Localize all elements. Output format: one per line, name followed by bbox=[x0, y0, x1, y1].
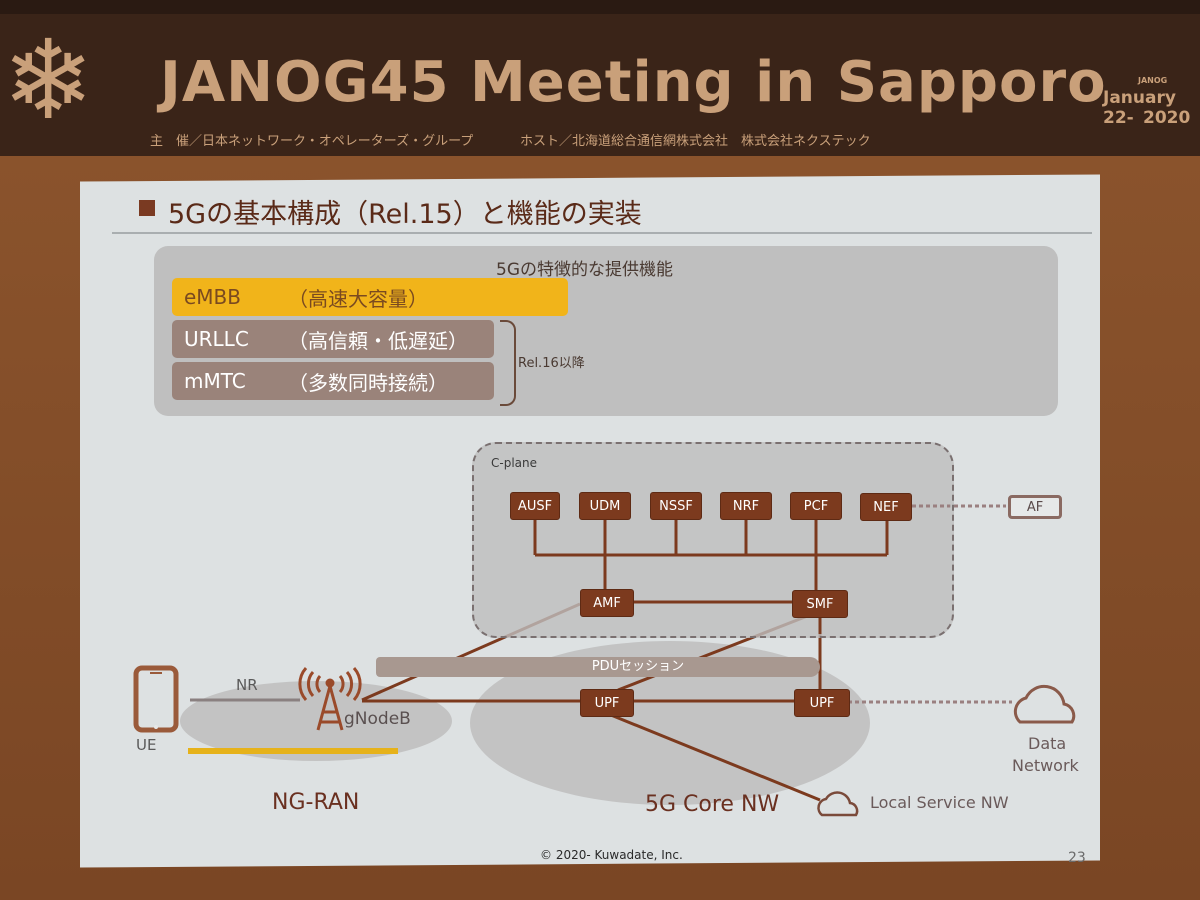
slide-title-text: 5Gの基本構成（Rel.15）と機能の実装 bbox=[168, 199, 642, 230]
feature-name: eMBB bbox=[184, 285, 242, 309]
core-nw-area bbox=[470, 641, 870, 805]
banner-date: January 22- bbox=[1103, 88, 1176, 128]
data-network-cloud-icon bbox=[1013, 684, 1076, 724]
gnodeb-antenna-icon bbox=[298, 667, 362, 731]
data-network-label-1: Data bbox=[1028, 734, 1067, 753]
page-number: 23 bbox=[1068, 850, 1086, 866]
nf-upf-right: UPF bbox=[794, 689, 850, 717]
nf-pcf: PCF bbox=[790, 492, 842, 520]
nf-nef: NEF bbox=[860, 493, 912, 521]
snowflake-icon: ❄ bbox=[2, 16, 95, 144]
banner-year: 2020 bbox=[1143, 108, 1191, 128]
title-divider bbox=[112, 232, 1092, 234]
nf-nrf: NRF bbox=[720, 492, 772, 520]
c-plane-label: C-plane bbox=[491, 456, 538, 470]
feature-embb: eMBB （高速大容量） bbox=[172, 278, 568, 316]
feature-mmtc: mMTC （多数同時接続） bbox=[172, 362, 494, 400]
core-nw-label: 5G Core NW bbox=[645, 792, 780, 817]
banner-host: ホスト／北海道総合通信網株式会社 株式会社ネクステック bbox=[520, 134, 871, 149]
bracket bbox=[500, 320, 516, 406]
nf-ausf: AUSF bbox=[510, 492, 560, 520]
rel16-note: Rel.16以降 bbox=[518, 356, 585, 371]
local-service-nw-label: Local Service NW bbox=[870, 793, 1009, 812]
nf-smf: SMF bbox=[792, 590, 848, 618]
event-banner bbox=[0, 14, 1200, 156]
pdu-session-label: PDUセッション bbox=[591, 659, 685, 674]
feature-urllc: URLLC （高信頼・低遅延） bbox=[172, 320, 494, 358]
c-plane-group bbox=[472, 442, 954, 638]
copyright-footer: © 2020- Kuwadate, Inc. bbox=[540, 848, 683, 862]
nr-label: NR bbox=[236, 676, 258, 694]
banner-title: JANOG45 Meeting in Sapporo bbox=[160, 50, 1107, 115]
local-service-cloud-icon bbox=[817, 791, 859, 817]
data-network-label-2: Network bbox=[1012, 756, 1079, 775]
pdu-session-pipe: PDUセッション bbox=[376, 657, 820, 677]
janog-logo: JANOG bbox=[1138, 76, 1168, 85]
gnodeb-label: gNodeB bbox=[344, 709, 411, 729]
nf-amf: AMF bbox=[580, 589, 634, 617]
nf-udm: UDM bbox=[579, 492, 631, 520]
feature-name: mMTC bbox=[184, 369, 246, 393]
feature-desc: （高速大容量） bbox=[288, 286, 428, 311]
feature-name: URLLC bbox=[184, 327, 249, 351]
banner-organizer: 主 催／日本ネットワーク・オペレーターズ・グループ bbox=[150, 134, 474, 149]
features-panel-title: 5Gの特徴的な提供機能 bbox=[496, 260, 673, 280]
nf-upf-left: UPF bbox=[580, 689, 634, 717]
title-bullet-icon bbox=[139, 200, 155, 216]
feature-desc: （多数同時接続） bbox=[288, 370, 448, 395]
nf-nssf: NSSF bbox=[650, 492, 702, 520]
feature-desc: （高信頼・低遅延） bbox=[288, 328, 468, 353]
slide-title: 5Gの基本構成（Rel.15）と機能の実装 bbox=[138, 192, 642, 231]
ue-label: UE bbox=[136, 736, 157, 754]
ng-ran-label: NG-RAN bbox=[272, 790, 360, 815]
ue-phone-icon bbox=[133, 665, 179, 733]
af-box: AF bbox=[1008, 495, 1062, 519]
